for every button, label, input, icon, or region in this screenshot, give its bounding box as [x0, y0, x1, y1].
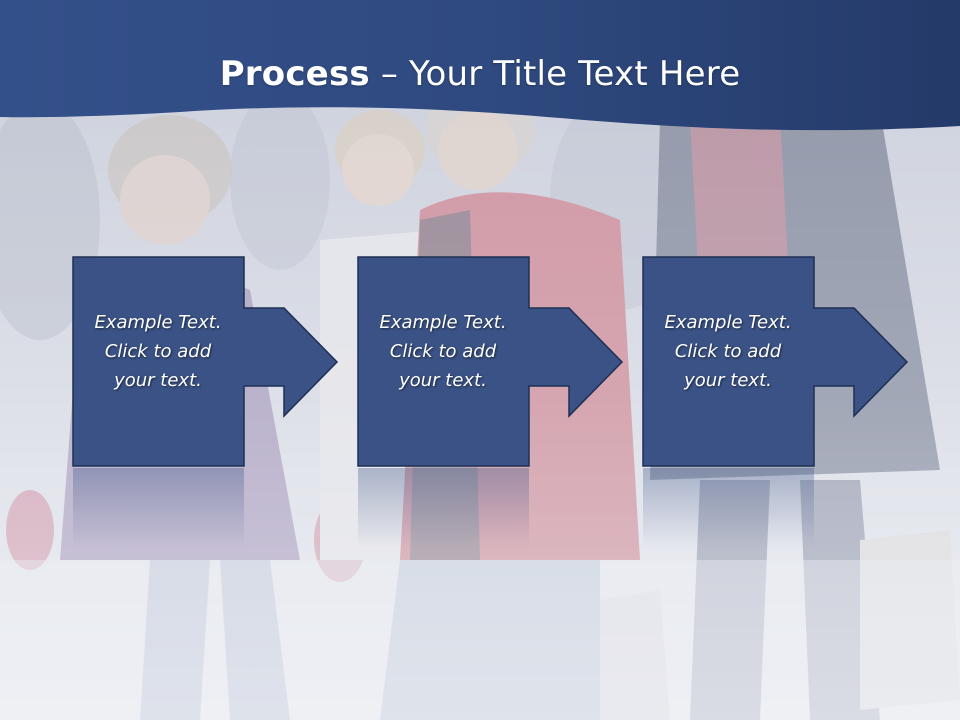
- process-step-1[interactable]: Example Text. Click to add your text.: [72, 256, 342, 468]
- step-2-arrow-shape: [357, 256, 624, 467]
- process-step-3[interactable]: Example Text. Click to add your text.: [642, 256, 912, 468]
- step-1-text[interactable]: Example Text. Click to add your text.: [94, 312, 222, 391]
- step-3-arrow-shape: [642, 256, 909, 467]
- step-2-reflection: [358, 468, 529, 548]
- slide-title[interactable]: Process – Your Title Text Here: [0, 54, 960, 94]
- step-1-arrow-shape: [72, 256, 339, 467]
- title-rest: – Your Title Text Here: [369, 54, 741, 94]
- step-3-reflection: [643, 468, 814, 548]
- title-banner: [0, 0, 960, 131]
- step-3-text[interactable]: Example Text. Click to add your text.: [664, 312, 792, 391]
- step-1-reflection: [73, 468, 244, 548]
- process-step-2[interactable]: Example Text. Click to add your text.: [357, 256, 627, 468]
- title-bold: Process: [219, 54, 370, 94]
- step-2-text[interactable]: Example Text. Click to add your text.: [379, 312, 507, 391]
